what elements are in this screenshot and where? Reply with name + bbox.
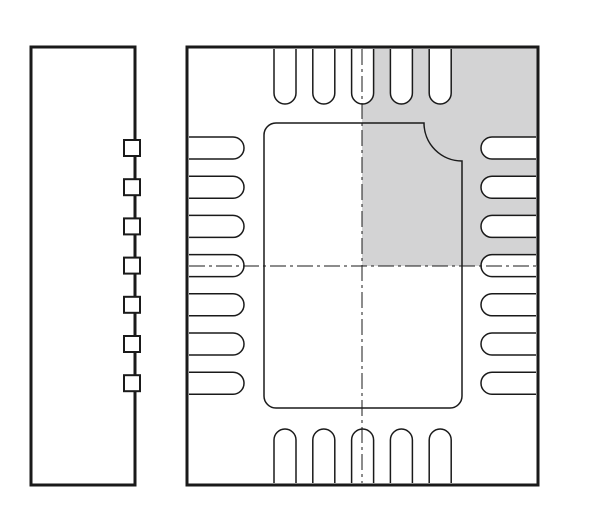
left-pad: [189, 214, 245, 239]
right-pad: [480, 136, 536, 160]
side-view-pad: [123, 178, 141, 197]
top-pad: [428, 49, 452, 105]
top-pad: [273, 49, 297, 105]
bottom-view-body-outline: [185, 45, 540, 487]
left-pad: [189, 136, 245, 160]
package-bottom-view: [185, 45, 540, 487]
right-pad: [480, 371, 536, 395]
top-pad: [312, 49, 336, 105]
bottom-pad: [350, 428, 375, 483]
side-view-pad: [123, 295, 141, 314]
left-pad: [189, 175, 245, 199]
side-view-pad: [123, 335, 141, 353]
right-pad: [480, 175, 536, 199]
bottom-pad: [389, 428, 414, 483]
package-side-view: [29, 45, 141, 487]
bottom-pad: [273, 428, 297, 483]
bottom-pad: [312, 428, 336, 483]
right-pad: [480, 214, 536, 239]
side-view-pad: [123, 256, 141, 275]
left-pad: [189, 332, 245, 356]
left-pad: [189, 371, 245, 395]
side-view-pad: [123, 139, 141, 157]
top-pad: [389, 49, 414, 105]
exposed-thermal-pad: [263, 122, 463, 409]
bottom-pad: [428, 428, 452, 483]
top-pad: [350, 49, 375, 105]
right-pad: [480, 332, 536, 356]
side-view-pad: [123, 374, 141, 393]
side-view-body: [29, 45, 137, 487]
side-view-pad: [123, 217, 141, 236]
left-pad: [189, 293, 245, 317]
right-pad: [480, 293, 536, 317]
